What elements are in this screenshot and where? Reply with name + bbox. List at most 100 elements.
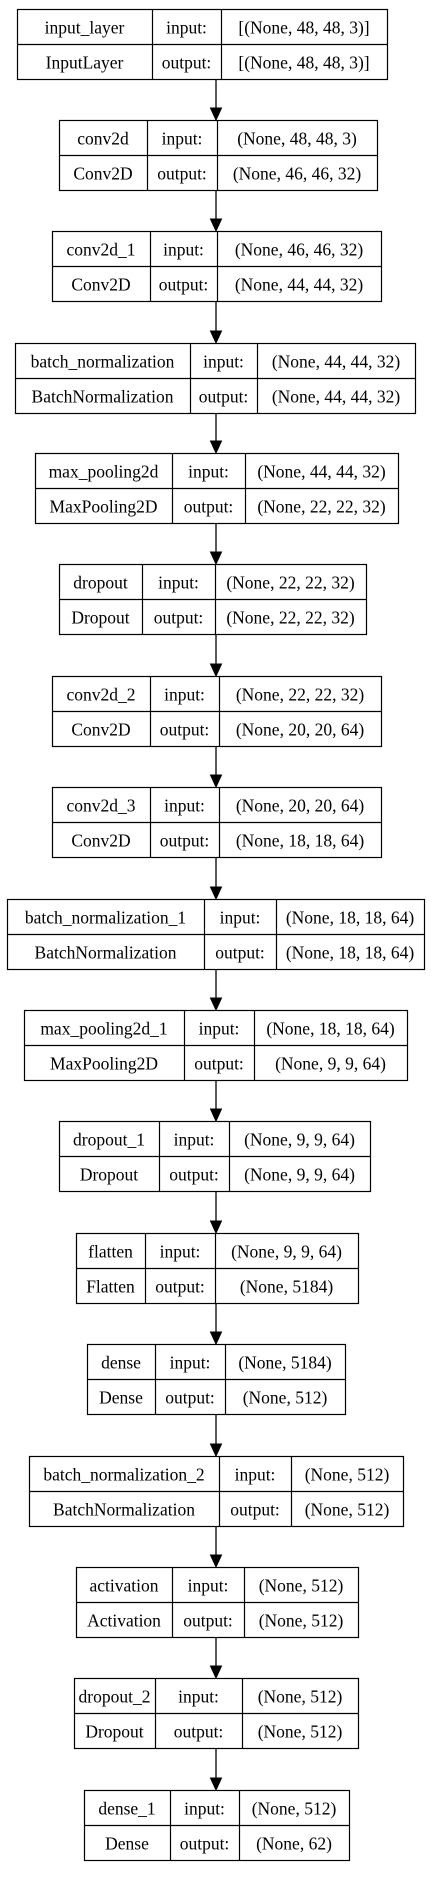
input-port-label: input: [164,796,205,816]
output-shape: (None, 22, 22, 32) [257,497,385,517]
flow-arrow [209,80,223,122]
arrowhead-icon [209,1665,223,1680]
output-port-label: output: [194,1054,244,1074]
input-port-label: input: [220,908,261,928]
layer-type: Conv2D [71,831,130,851]
layer-name: input_layer [45,18,125,38]
flow-arrow [209,858,223,901]
input-shape: (None, 9, 9, 64) [244,1130,355,1150]
arrowhead-icon [209,774,223,789]
layer-name: dense [101,1353,141,1373]
layer-name: batch_normalization_2 [43,1465,204,1485]
output-shape: (None, 9, 9, 64) [275,1054,386,1074]
layer-type: Flatten [86,1277,135,1297]
output-shape: (None, 44, 44, 32) [235,275,363,295]
arrowhead-icon [209,1443,223,1458]
layer-name: batch_normalization_1 [25,908,186,928]
input-shape: (None, 18, 18, 64) [266,1019,394,1039]
input-port-label: input: [158,573,199,593]
output-shape: (None, 44, 44, 32) [272,387,400,407]
flow-arrow [209,302,223,345]
layer-name: max_pooling2d [49,462,159,482]
flow-arrow [209,1749,223,1792]
arrowhead-icon [209,330,223,345]
layer-node-max_pooling2d: max_pooling2dMaxPooling2Dinput:output:(N… [34,452,400,525]
output-port-label: output: [157,164,207,184]
input-shape: [(None, 48, 48, 3)] [238,18,369,38]
input-port-label: input: [178,1687,219,1707]
input-shape: (None, 46, 46, 32) [235,240,363,260]
output-shape: (None, 22, 22, 32) [226,608,354,628]
layer-type: InputLayer [46,53,124,73]
output-port-label: output: [184,497,234,517]
input-shape: (None, 512) [258,1687,343,1707]
input-shape: (None, 5184) [238,1353,331,1373]
output-port-label: output: [155,1277,205,1297]
layer-type: Dropout [80,1165,138,1185]
output-port-label: output: [180,1834,230,1854]
output-port-label: output: [215,943,265,963]
input-port-label: input: [174,1130,215,1150]
input-shape: (None, 512) [305,1465,390,1485]
layer-type: Activation [87,1611,161,1631]
layer-name: flatten [88,1242,133,1262]
input-shape: (None, 18, 18, 64) [286,908,414,928]
layer-type: Dense [105,1834,149,1854]
arrowhead-icon [209,1108,223,1123]
input-shape: (None, 512) [259,1576,344,1596]
output-port-label: output: [165,1388,215,1408]
input-port-label: input: [199,1019,240,1039]
arrowhead-icon [209,440,223,455]
arrowhead-icon [209,218,223,233]
input-port-label: input: [235,1465,276,1485]
input-port-label: input: [162,129,203,149]
output-shape: (None, 62) [256,1834,332,1854]
input-port-label: input: [188,1576,229,1596]
arrowhead-icon [209,1220,223,1235]
output-shape: (None, 18, 18, 64) [236,831,364,851]
flow-arrow [209,635,223,678]
layer-type: BatchNormalization [53,1500,195,1520]
output-shape: (None, 20, 20, 64) [236,720,364,740]
output-shape: (None, 512) [243,1388,328,1408]
input-shape: (None, 48, 48, 3) [237,129,357,149]
input-shape: (None, 9, 9, 64) [231,1242,342,1262]
arrowhead-icon [209,1554,223,1569]
layer-node-input_layer: input_layerInputLayerinput:output:[(None… [16,8,389,81]
input-port-label: input: [164,685,205,705]
layer-type: MaxPooling2D [50,1054,158,1074]
layer-name: conv2d_2 [66,685,135,705]
output-shape: (None, 512) [258,1722,343,1742]
flow-arrow [209,1638,223,1680]
layer-type: Conv2D [71,275,130,295]
flow-arrow [209,191,223,233]
layer-name: dropout_2 [79,1687,151,1707]
layer-type: Dropout [85,1722,143,1742]
arrowhead-icon [209,886,223,901]
flow-arrow [209,414,223,455]
flow-arrow [209,1415,223,1458]
input-shape: (None, 22, 22, 32) [226,573,354,593]
input-shape: (None, 20, 20, 64) [236,796,364,816]
layer-type: Dropout [71,608,129,628]
output-shape: (None, 5184) [240,1277,333,1297]
output-shape: (None, 512) [305,1500,390,1520]
input-port-label: input: [188,462,229,482]
output-port-label: output: [160,831,210,851]
input-port-label: input: [184,1799,225,1819]
input-port-label: input: [166,18,207,38]
input-port-label: input: [203,352,244,372]
arrowhead-icon [209,997,223,1012]
flow-arrow [209,747,223,789]
output-shape: (None, 512) [259,1611,344,1631]
